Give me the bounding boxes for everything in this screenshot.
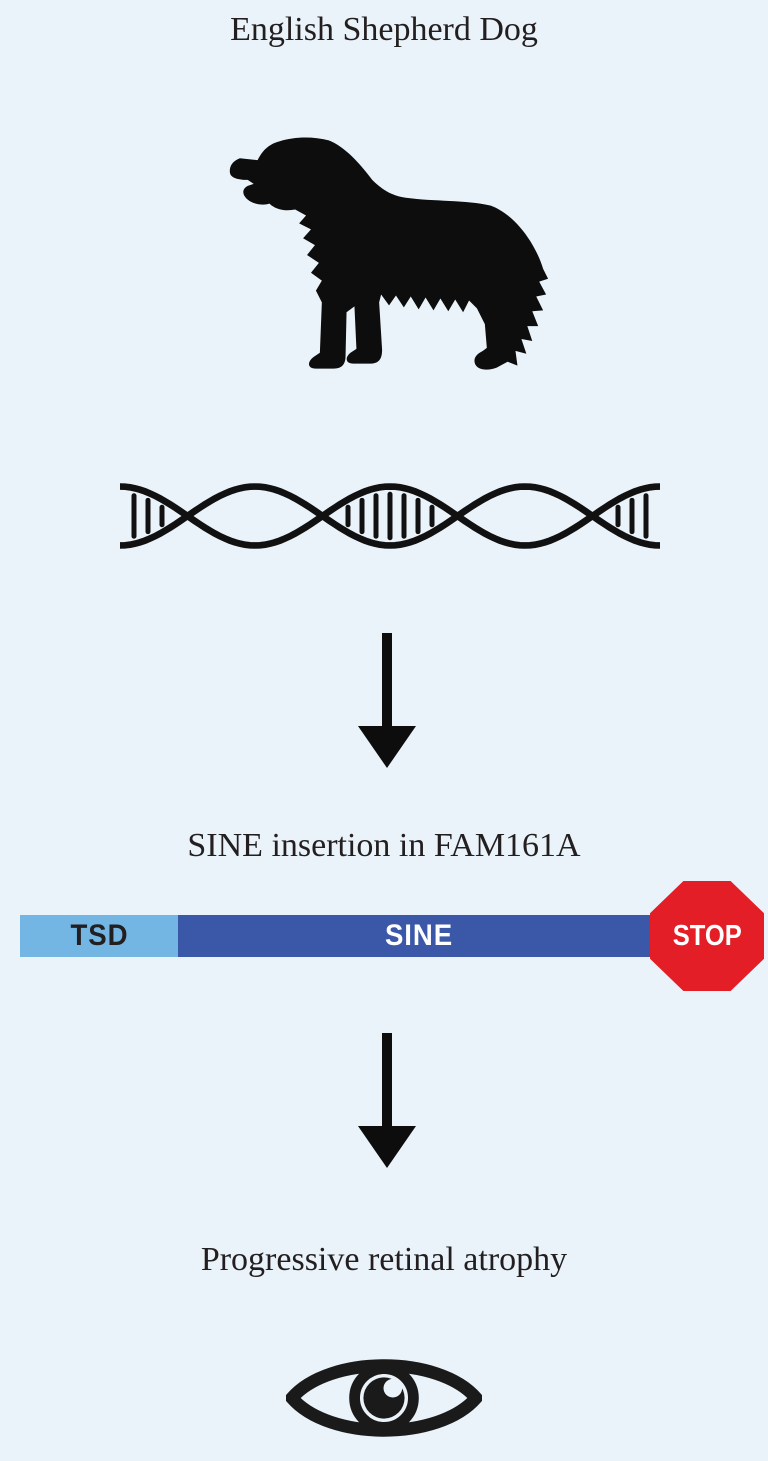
down-arrow-icon [358,633,416,768]
gene-segment-tsd: TSD [20,915,178,957]
gene-segment-sine: SINE [178,915,660,957]
dna-helix-icon [120,478,660,554]
eye-icon [286,1342,482,1454]
stop-label: STOP [672,919,742,952]
tsd-label: TSD [70,919,128,952]
mutation-label: SINE insertion in FAM161A [187,827,581,864]
sine-label: SINE [384,919,454,952]
dog-silhouette-icon [228,136,554,374]
outcome-label: Progressive retinal atrophy [200,1241,568,1278]
stop-sign-icon: STOP [650,881,764,991]
down-arrow-icon [358,1033,416,1168]
page-title: English Shepherd Dog [230,11,538,48]
